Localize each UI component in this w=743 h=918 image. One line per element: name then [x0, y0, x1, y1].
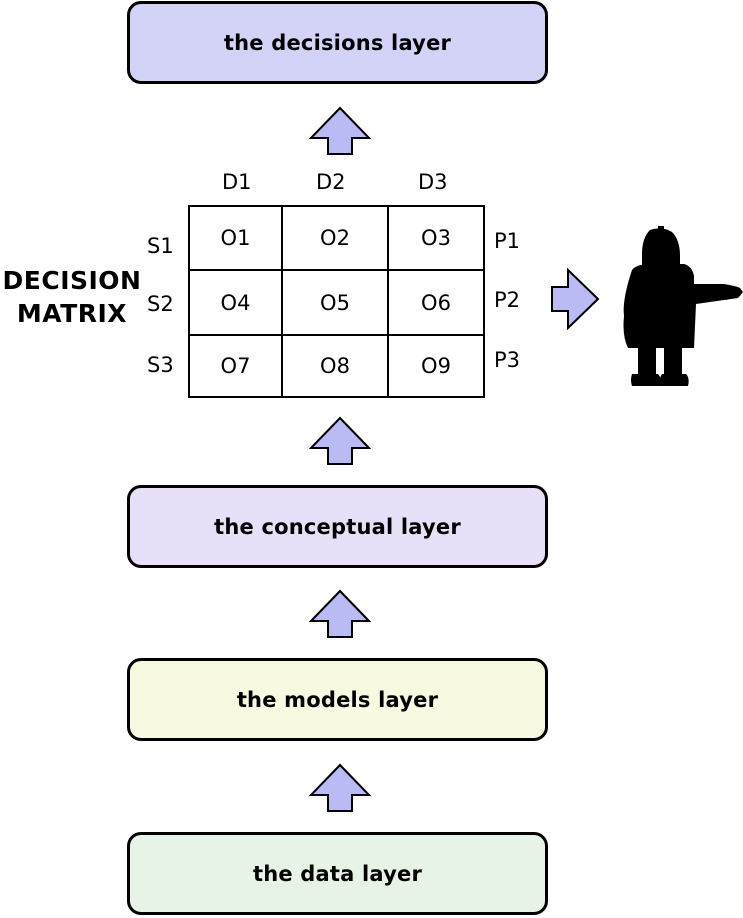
data-layer-label: the data layer: [252, 861, 423, 886]
matrix-cell: O3: [389, 207, 483, 271]
decision-matrix-title: DECISION MATRIX: [0, 264, 152, 330]
matrix-cell: O6: [389, 271, 483, 336]
arrow-up-icon: [309, 106, 371, 155]
arrow-up-icon: [309, 416, 371, 465]
matrix-cell: O7: [190, 336, 283, 396]
arrow-up-icon: [309, 589, 371, 638]
decisions-layer-label: the decisions layer: [223, 30, 452, 55]
models-layer-box: the models layer: [127, 658, 548, 741]
models-layer-label: the models layer: [236, 687, 439, 712]
person-pointing-silhouette-icon: [623, 226, 743, 386]
data-layer-box: the data layer: [127, 832, 548, 915]
arrow-right-icon: [551, 268, 600, 330]
decision-matrix-title-line2: MATRIX: [16, 299, 128, 328]
preference-label-p1: P1: [494, 229, 521, 253]
matrix-cell: O8: [283, 336, 389, 396]
column-label-d1: D1: [222, 170, 252, 194]
column-label-d2: D2: [316, 170, 346, 194]
decisions-layer-box: the decisions layer: [127, 1, 548, 84]
column-label-d3: D3: [418, 170, 448, 194]
preference-label-p3: P3: [494, 348, 521, 372]
row-label-s1: S1: [147, 234, 174, 258]
matrix-cell: O1: [190, 207, 283, 271]
preference-label-p2: P2: [494, 288, 521, 312]
decision-matrix-title-line1: DECISION: [2, 266, 142, 295]
matrix-cell: O9: [421, 354, 451, 378]
row-label-s3: S3: [147, 353, 174, 377]
decision-matrix-grid: O1 O2 O3 O4 O5 O6 O7 O8 O9: [188, 205, 485, 398]
matrix-cell: O2: [283, 207, 389, 271]
matrix-cell: O4: [190, 271, 283, 336]
conceptual-layer-label: the conceptual layer: [214, 514, 461, 539]
conceptual-layer-box: the conceptual layer: [127, 485, 548, 568]
arrow-up-icon: [309, 763, 371, 812]
matrix-cell: O5: [283, 271, 389, 336]
row-label-s2: S2: [147, 292, 174, 316]
